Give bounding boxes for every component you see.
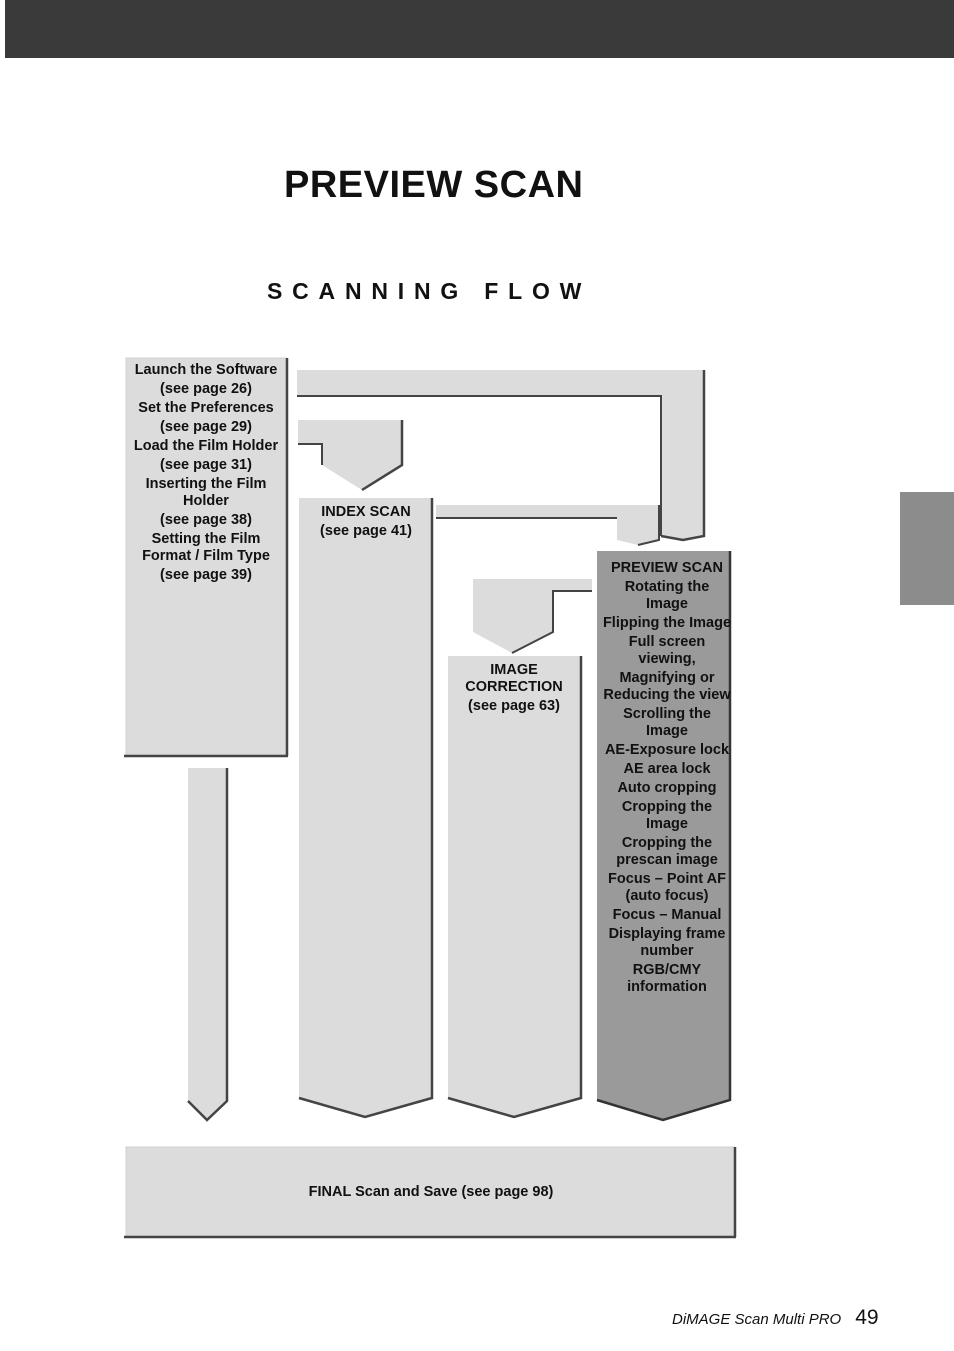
final-box bbox=[124, 1146, 737, 1239]
setup-box bbox=[124, 357, 289, 758]
step-launch: Launch the Software bbox=[134, 362, 278, 378]
image-correction-label: IMAGE CORRECTION bbox=[465, 662, 563, 695]
step-load-holder: Load the Film Holder bbox=[133, 438, 279, 454]
preview-focus-manual: Focus – Manual bbox=[612, 907, 722, 923]
preview-cropping-image: Cropping the Image bbox=[621, 799, 713, 832]
step-load-holder-ref: (see page 31) bbox=[160, 457, 252, 473]
preview-magnifying: Magnifying or Reducing the view bbox=[603, 670, 731, 703]
image-correction-column bbox=[447, 656, 583, 1119]
preview-ae-area-lock: AE area lock bbox=[623, 761, 711, 777]
preview-rgb-cmy: RGB/CMY information bbox=[627, 962, 707, 995]
image-correction-text: IMAGE CORRECTION (see page 63) bbox=[452, 662, 576, 717]
preview-cropping-prescan: Cropping the prescan image bbox=[616, 835, 718, 868]
step-launch-ref: (see page 26) bbox=[160, 381, 252, 397]
page-footer: DiMAGE Scan Multi PRO 49 bbox=[672, 1306, 879, 1330]
preview-focus-point-af: Focus – Point AF (auto focus) bbox=[608, 871, 726, 904]
step-preferences-ref: (see page 29) bbox=[160, 419, 252, 435]
index-scan-text: INDEX SCAN (see page 41) bbox=[300, 504, 432, 542]
page-number: 49 bbox=[855, 1306, 879, 1329]
chapter-tab bbox=[900, 492, 954, 605]
final-scan-text: FINAL Scan and Save (see page 98) bbox=[308, 1184, 554, 1200]
preview-rotating: Rotating the Image bbox=[624, 579, 710, 612]
index-scan-column bbox=[298, 498, 434, 1119]
preview-frame-number: Displaying frame number bbox=[608, 926, 726, 959]
setup-steps-text: Launch the Software (see page 26) Set th… bbox=[128, 362, 284, 586]
preview-scan-text: PREVIEW SCAN Rotating the Image Flipping… bbox=[602, 560, 732, 998]
header-bar bbox=[5, 0, 954, 58]
preview-scrolling: Scrolling the Image bbox=[623, 706, 711, 739]
preview-auto-cropping: Auto cropping bbox=[617, 780, 717, 796]
footer-model: DiMAGE Scan Multi PRO bbox=[672, 1311, 842, 1328]
step-film-format: Setting the Film Format / Film Type bbox=[142, 531, 270, 564]
index-scan-ref: (see page 41) bbox=[320, 523, 412, 539]
page-title: PREVIEW SCAN bbox=[284, 164, 584, 206]
connector-to-preview bbox=[297, 370, 706, 542]
preview-scan-column bbox=[596, 551, 732, 1122]
step-preferences: Set the Preferences bbox=[138, 400, 274, 416]
preview-full-screen: Full screen viewing, bbox=[628, 634, 706, 667]
section-title: SCANNING FLOW bbox=[267, 278, 592, 304]
preview-scan-label: PREVIEW SCAN bbox=[611, 560, 723, 576]
setup-to-final-arrow bbox=[187, 768, 229, 1122]
image-correction-ref: (see page 63) bbox=[468, 698, 560, 714]
index-to-preview-connector bbox=[436, 505, 660, 546]
index-scan-label: INDEX SCAN bbox=[321, 504, 411, 520]
step-film-format-ref: (see page 39) bbox=[160, 567, 252, 583]
step-insert-holder: Inserting the Film Holder bbox=[145, 476, 267, 509]
connector-to-index bbox=[298, 420, 404, 492]
preview-flipping: Flipping the Image bbox=[602, 615, 732, 631]
step-insert-holder-ref: (see page 38) bbox=[160, 512, 252, 528]
connector-to-image-correction bbox=[473, 579, 592, 654]
preview-ae-lock: AE-Exposure lock bbox=[604, 742, 730, 758]
